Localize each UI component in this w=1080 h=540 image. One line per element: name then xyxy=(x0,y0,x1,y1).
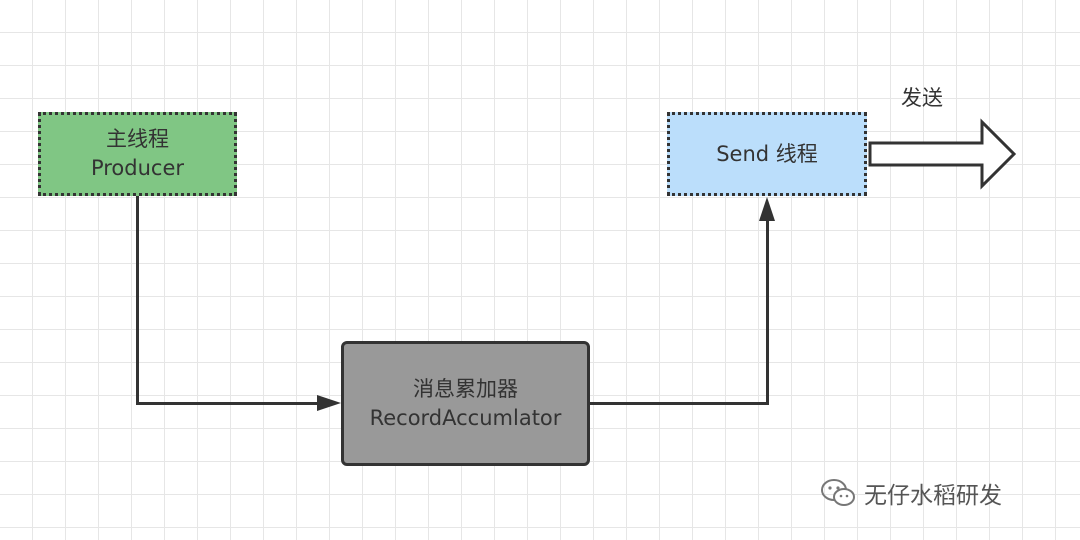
accumulator-subtitle: RecordAccumlator xyxy=(369,405,562,430)
accumulator-title: 消息累加器 xyxy=(413,376,518,401)
producer-subtitle: Producer xyxy=(90,156,185,180)
edge-producer-down xyxy=(136,196,139,405)
output-label: 发送 xyxy=(901,86,943,110)
arrowhead-into-accumulator xyxy=(317,395,341,411)
producer-node[interactable]: 主线程 Producer xyxy=(38,112,237,196)
producer-title: 主线程 xyxy=(106,127,169,151)
watermark: 无仔水稻研发 xyxy=(820,476,1002,510)
edge-accumulator-right xyxy=(590,402,769,405)
send-thread-node[interactable]: Send 线程 xyxy=(667,112,867,196)
send-thread-label: Send 线程 xyxy=(716,141,818,166)
edge-up-to-send xyxy=(766,219,769,405)
accumulator-node[interactable]: 消息累加器 RecordAccumlator xyxy=(341,341,590,466)
arrowhead-into-send xyxy=(759,197,775,221)
edge-producer-to-accumulator xyxy=(136,402,320,405)
output-arrow-icon xyxy=(868,118,1017,190)
watermark-text: 无仔水稻研发 xyxy=(864,483,1002,509)
wechat-logo-icon xyxy=(821,479,855,506)
